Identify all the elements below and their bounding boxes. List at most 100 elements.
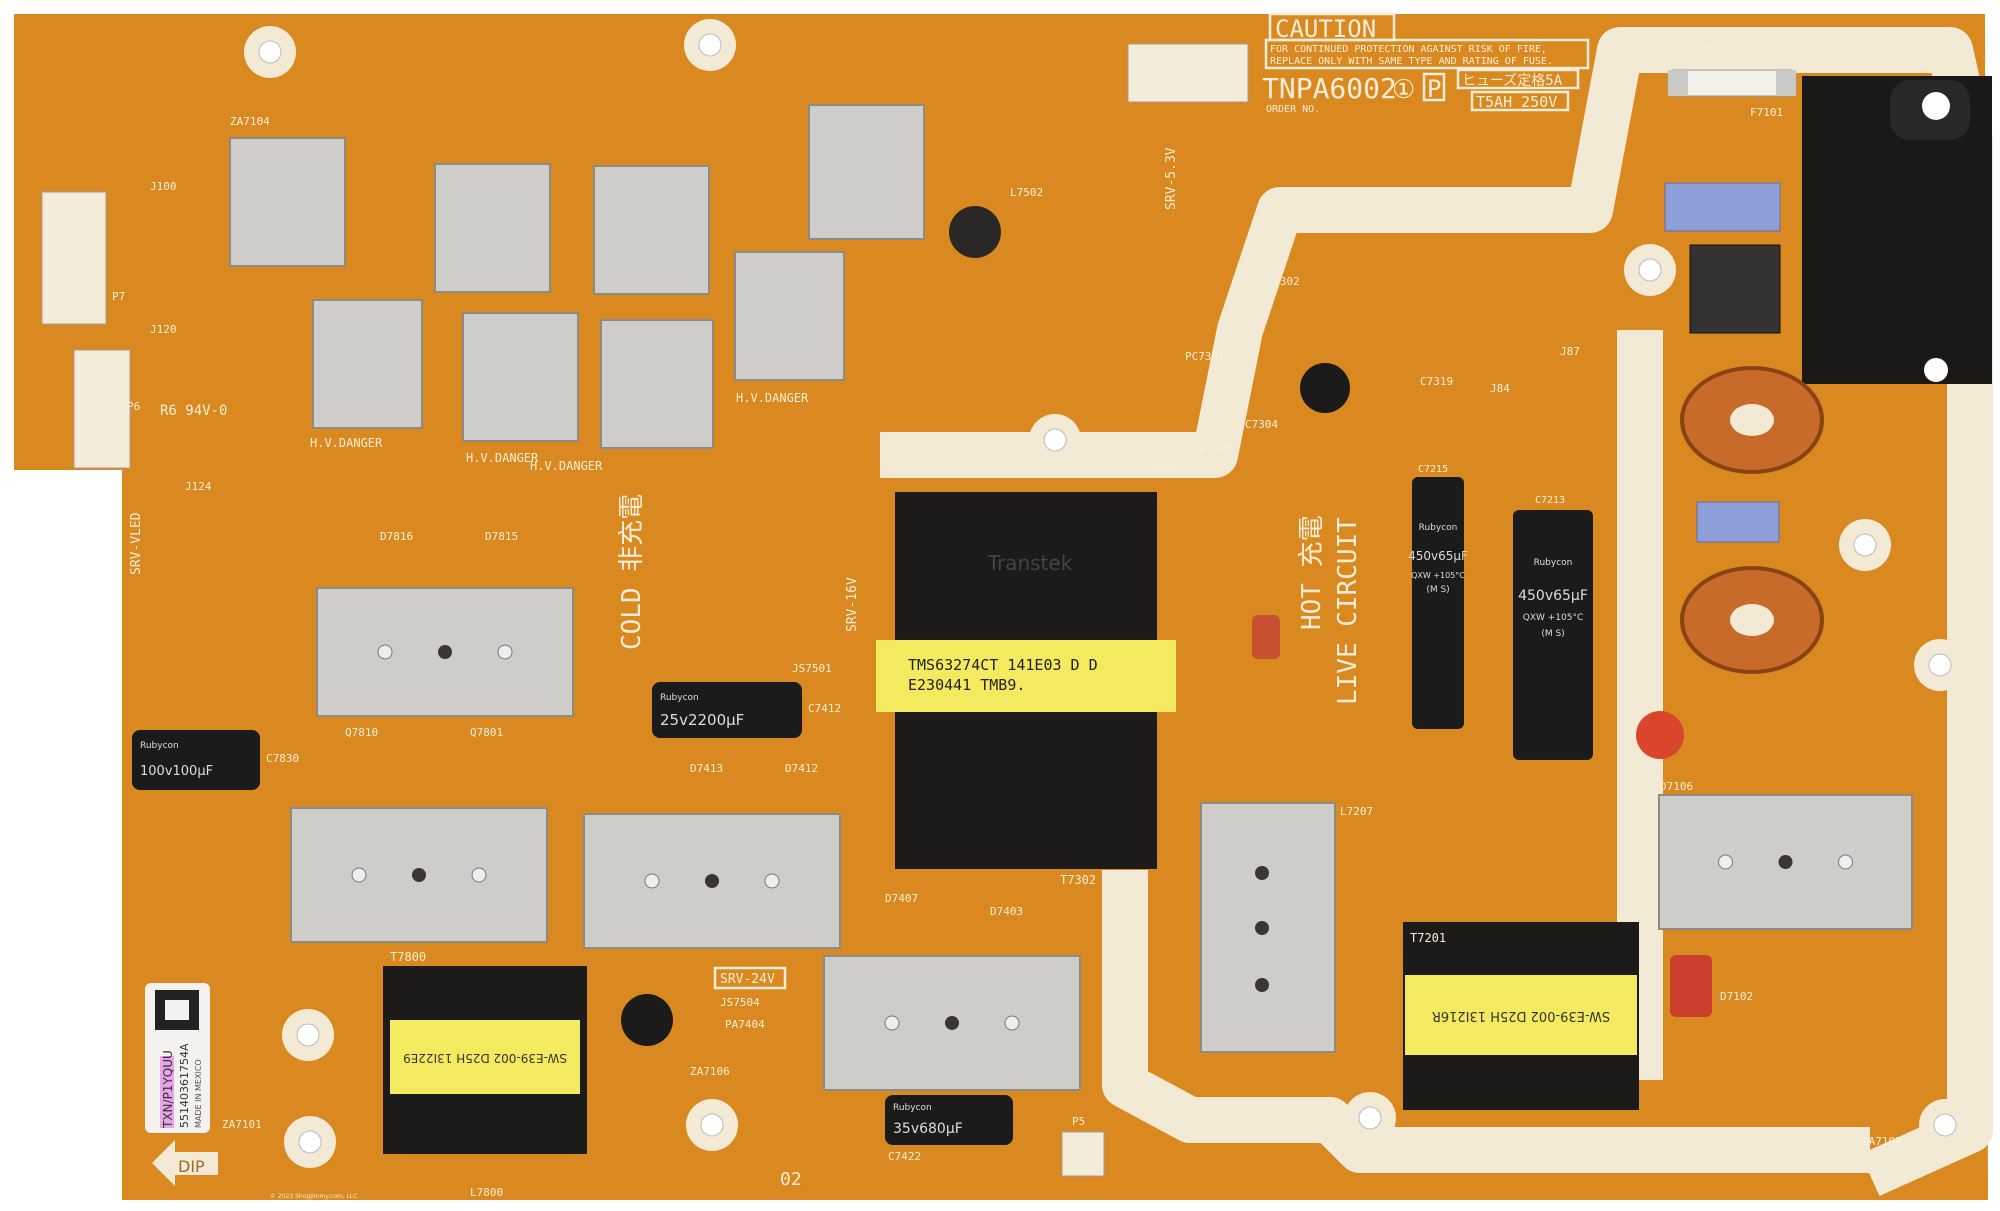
mounting-hole [1839,519,1891,571]
varistor [1636,711,1684,759]
cold-zone-label: COLD 非充電 [617,494,647,650]
svg-text:ORDER NO.: ORDER NO. [1266,104,1320,115]
ref-designator: P7 [112,290,125,303]
mounting-hole [244,26,296,78]
svg-text:25v2200µF: 25v2200µF [660,711,744,729]
heatsink [312,299,423,429]
svg-text:CAUTION: CAUTION [1275,15,1376,43]
svg-text:C7422: C7422 [888,1150,921,1163]
ref-designator: C7319 [1420,375,1453,388]
ref-designator: ZA7103 [1700,42,1740,55]
hv-danger-label: H.V.DANGER [530,459,603,473]
connector-top [1127,43,1249,103]
heatsink [600,319,714,449]
heatsink [583,813,841,949]
inductor-l7502 [949,206,1001,258]
ref-designator: PA7404 [725,1018,765,1031]
svg-text:①: ① [1392,75,1415,105]
mounting-hole [1344,1092,1396,1144]
svg-text:C7830: C7830 [266,752,299,765]
svg-text:Rubycon: Rubycon [660,693,699,703]
mounting-hole [1919,1099,1971,1151]
ref-designator: ZA7102 [1862,1135,1902,1148]
capacitor-c7422: Rubycon 35v680µF C7422 [885,1095,1013,1163]
svg-text:FOR CONTINUED PROTECTION AGAIN: FOR CONTINUED PROTECTION AGAINST RISK OF… [1270,44,1547,55]
mounting-hole [284,1116,336,1168]
svg-text:C7412: C7412 [808,702,841,715]
ref-designator: ZA7101 [222,1118,262,1131]
rail-24v: SRV-24V [720,972,775,987]
mounting-hole [282,1009,334,1061]
svg-text:Transtek: Transtek [987,551,1073,575]
svg-text:E230441 TMB9.: E230441 TMB9. [908,676,1025,694]
ref-designator: JS7504 [720,996,760,1009]
svg-text:Rubycon: Rubycon [893,1103,932,1113]
mounting-hole [1624,244,1676,296]
ref-designator: Q7801 [470,726,503,739]
connector-p5 [1061,1131,1105,1177]
capacitor-c7412: Rubycon 25v2200µF C7412 [652,682,841,738]
copyright: © 2023 ShopJimmy.com, LLC [270,1193,357,1200]
rail-5v3: SRV-5.3V [1164,147,1179,210]
svg-text:MADE IN MEXICO: MADE IN MEXICO [194,1059,203,1128]
film-capacitor [1252,615,1280,659]
svg-text:450v65µF: 450v65µF [1408,549,1468,563]
svg-text:QXW +105°C: QXW +105°C [1411,571,1465,580]
ref-designator: J87 [1560,345,1580,358]
ref-designator: ZA7104 [230,115,270,128]
x-capacitor [1696,501,1780,543]
capacitor-small [621,994,673,1046]
svg-text:35v680µF: 35v680µF [893,1121,963,1137]
hot-zone-label: HOT 充電 [1297,515,1327,630]
ref-designator: D7816 [380,530,413,543]
capacitor-c7830: Rubycon 100v100µF C7830 [132,730,299,790]
heatsink [734,251,845,381]
ref-designator: PC7301 [1185,350,1225,363]
heatsink [434,163,551,293]
hv-danger-label: H.V.DANGER [736,391,809,405]
connector-p6 [73,349,131,469]
ref-designator: J70 [1150,462,1170,475]
toroid-inductor [1680,366,1824,474]
ref-designator: J124 [185,480,212,493]
svg-text:ヒューズ定格5A: ヒューズ定格5A [1462,73,1563,89]
svg-text:T5AH 250V: T5AH 250V [1476,93,1557,111]
isolation-tracks [880,27,1993,1196]
ref-designator: D7407 [885,892,918,905]
capacitor-small [1300,363,1350,413]
fuse-f7101 [1667,69,1797,97]
fuse-ref: F7101 [1750,106,1783,119]
ref-designator: L7207 [1340,805,1373,818]
heatsink [316,587,574,717]
heatsink [462,312,579,442]
ref-designator: ZA7106 [690,1065,730,1078]
connector-p7 [41,191,107,325]
dip-arrow: DIP [152,1140,218,1186]
barcode-sticker: TXN/P1YQUU 55140361754A MADE IN MEXICO [145,983,210,1133]
hv-danger-label: H.V.DANGER [310,436,383,450]
svg-text:Rubycon: Rubycon [1419,523,1458,533]
ref-designator: R7425 [1200,442,1233,455]
mounting-hole [686,1099,738,1151]
ref-designator: D7413 [690,762,723,775]
svg-text:TMS63274CT 141E03 D D: TMS63274CT 141E03 D D [908,656,1098,674]
svg-text:SW-E39-002 D25H 13I216R: SW-E39-002 D25H 13I216R [1432,1008,1610,1023]
svg-text:DIP: DIP [178,1157,205,1176]
ref-designator: JS7501 [792,662,832,675]
ul-rating: R6 94V-0 [160,403,227,419]
svg-text:C7215: C7215 [1418,464,1448,475]
ref-designator: J120 [150,323,177,336]
ref-designator: D7102 [1720,990,1753,1003]
heatsink [229,137,346,267]
mounting-hole [684,19,736,71]
svg-text:Rubycon: Rubycon [140,741,179,751]
x-capacitor [1664,182,1781,232]
ref-designator: J84 [1490,382,1510,395]
svg-text:T7800: T7800 [390,950,426,964]
svg-text:T7201: T7201 [1410,931,1446,945]
svg-text:450v65µF: 450v65µF [1518,588,1588,604]
svg-text:100v100µF: 100v100µF [140,764,213,779]
